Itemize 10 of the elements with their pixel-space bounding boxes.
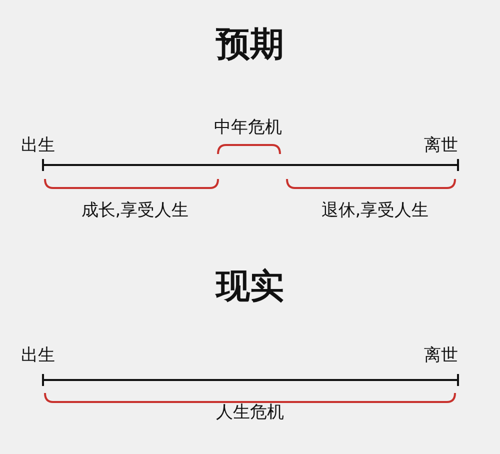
period-label: 成长,享受人生	[81, 202, 189, 220]
period-label: 人生危机	[216, 404, 284, 422]
event-label: 中年危机	[214, 118, 282, 138]
endpoint-label: 离世	[424, 136, 458, 156]
endpoint-label: 出生	[21, 136, 55, 156]
section-heading: 现实	[216, 268, 284, 306]
period-label: 退休,享受人生	[321, 202, 429, 220]
section-heading: 预期	[216, 26, 284, 64]
endpoint-label: 出生	[21, 346, 55, 366]
endpoint-label: 离世	[424, 346, 458, 366]
